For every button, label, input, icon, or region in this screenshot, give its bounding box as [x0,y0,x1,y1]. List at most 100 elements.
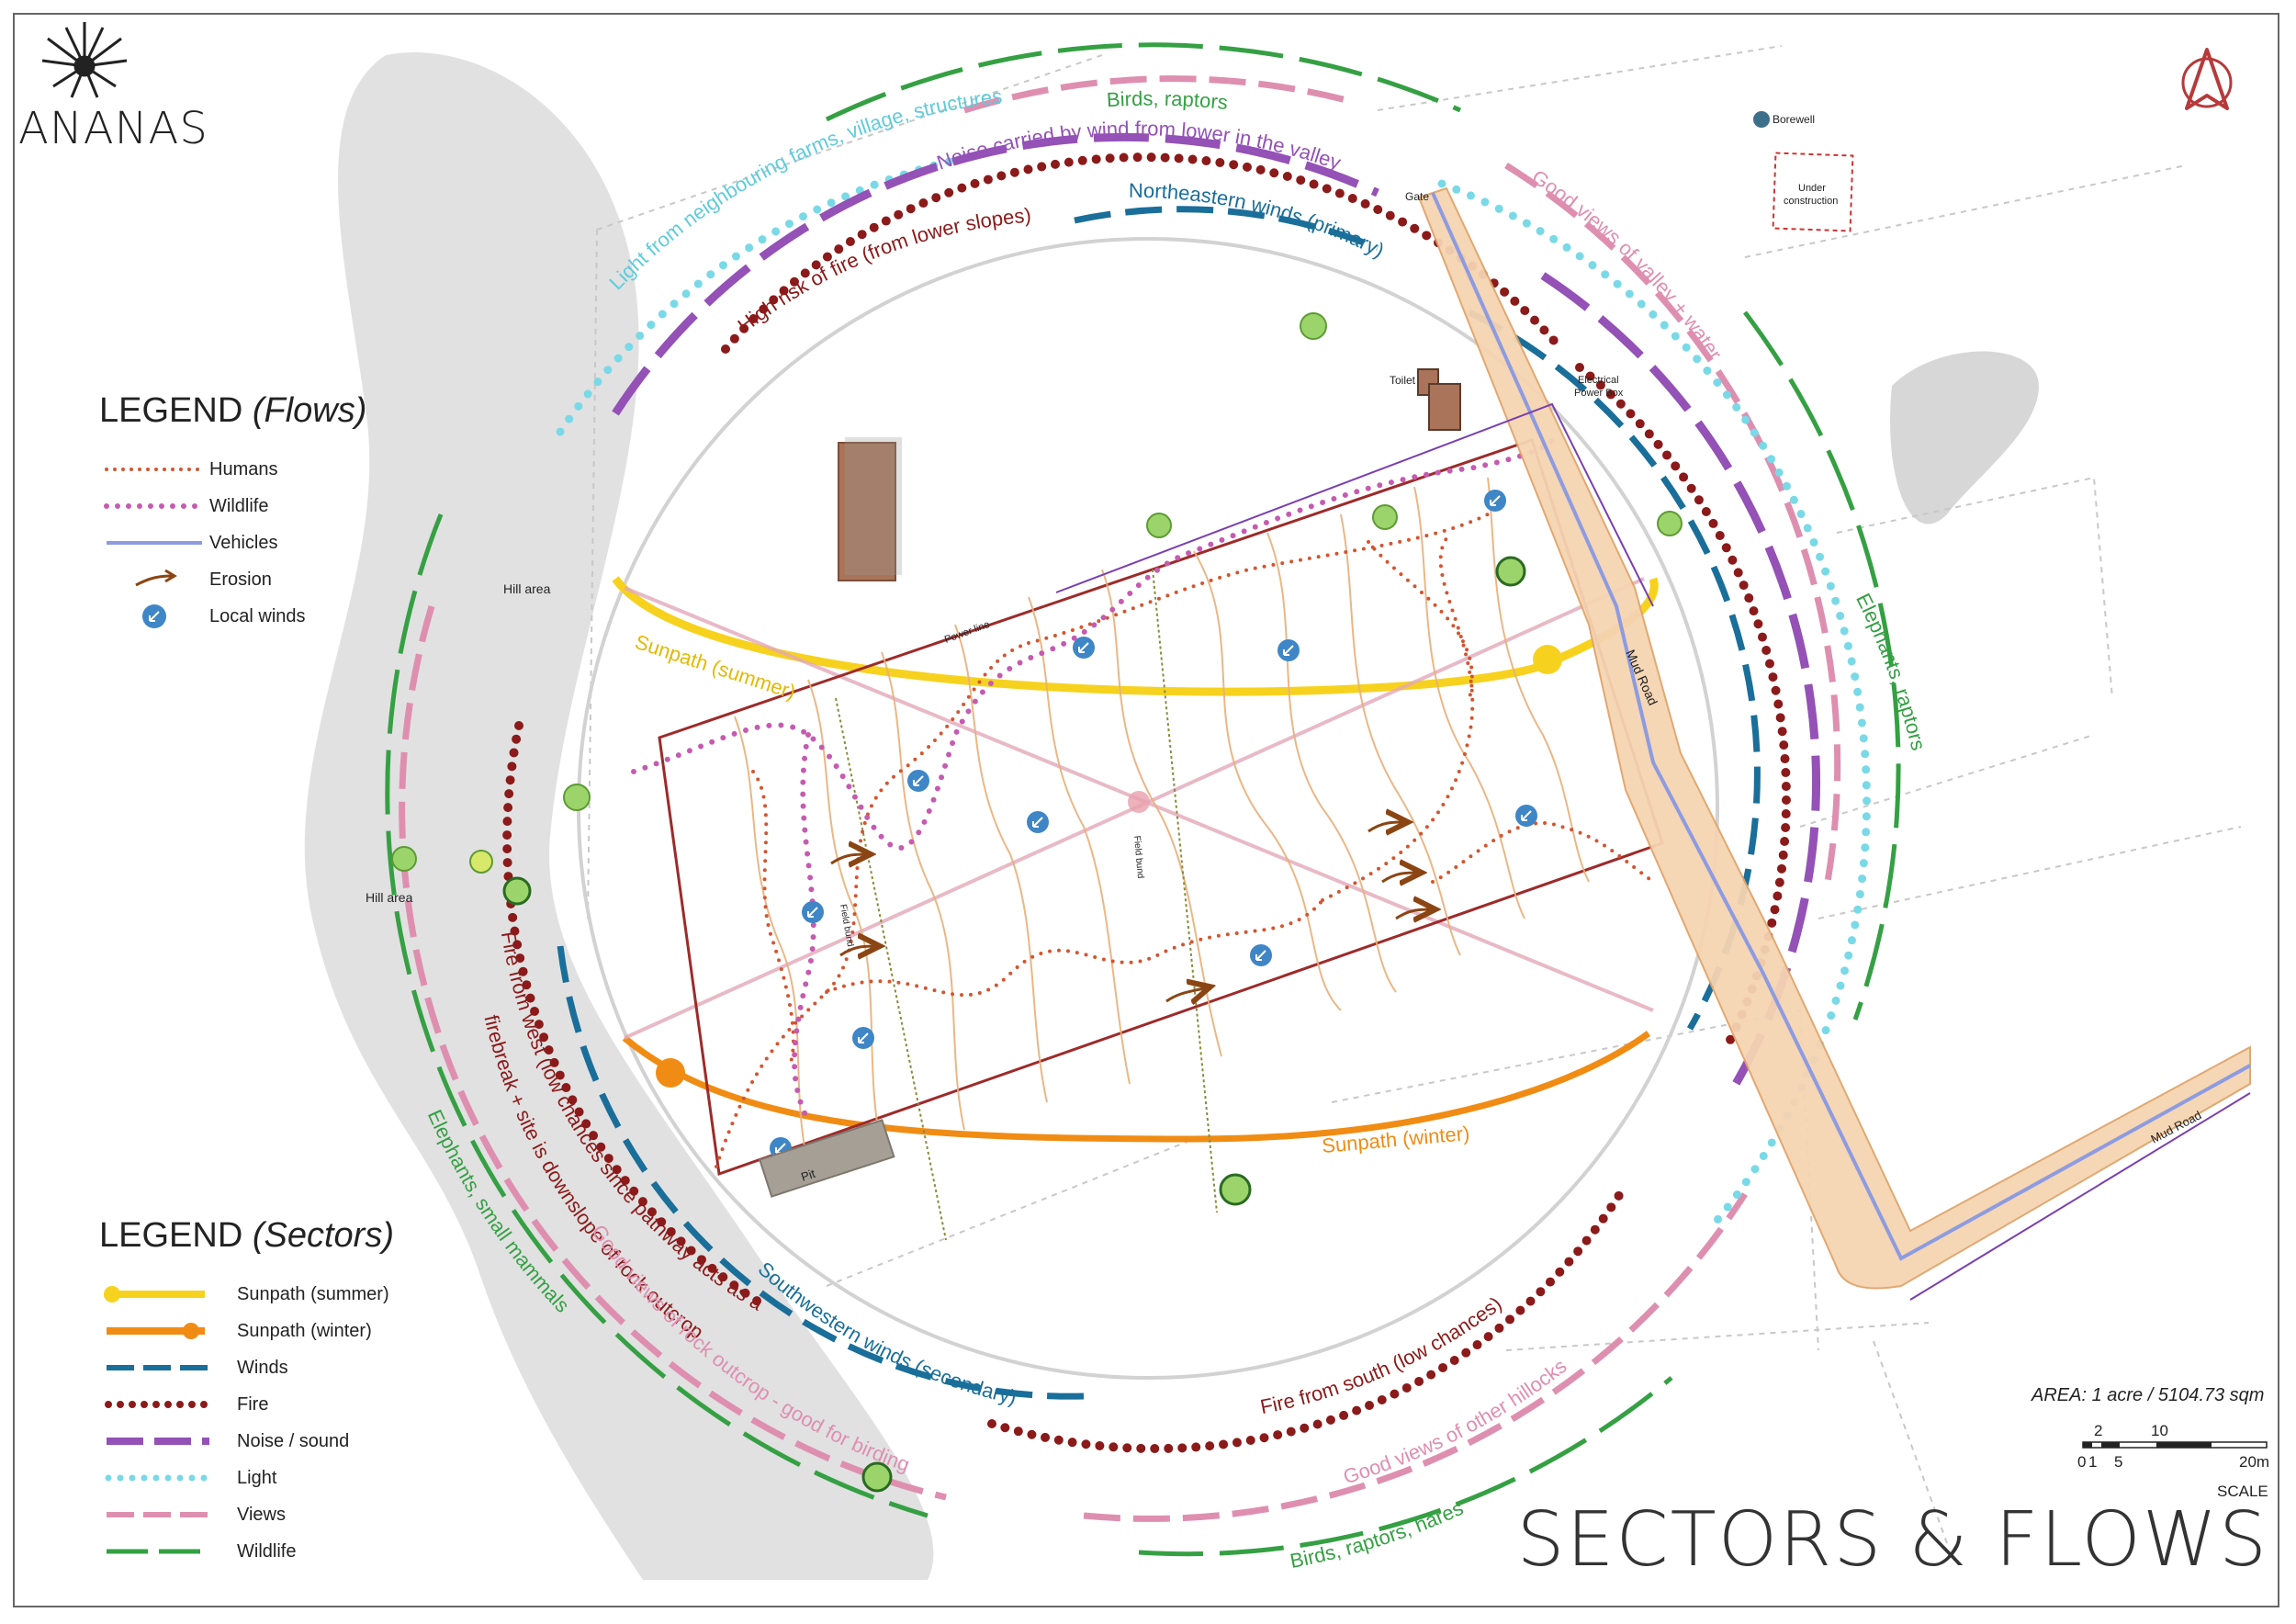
light-swatch [105,1474,213,1482]
label-toilet: Toilet [1390,374,1416,387]
local-wind-icon [852,1027,874,1049]
label-views-valley: Good views of valley + water [1527,165,1727,365]
legend-item-noise: Noise / sound [99,1423,394,1460]
tree-icon [1219,1173,1252,1206]
legend-flows-heading-sub: (Flows) [252,391,367,430]
wildlife-flow-paths [631,438,1555,1123]
tree-icon [1657,511,1683,536]
local-wind-icon [142,604,166,628]
scale-tick-2: 2 [2094,1422,2103,1439]
scale-tick-5: 5 [2114,1453,2123,1471]
building-main [838,442,896,581]
label-light-neighbours: Light from neighbouring farms, village, … [604,85,1003,294]
legend-label: Fire [237,1393,269,1415]
page-title: SECTORS & FLOWS [1516,1496,2268,1584]
sunpath-summer-swatch [104,1286,205,1303]
legend-label: Humans [209,458,278,479]
winds-sector-arcs [557,206,1761,1400]
tree-icon [1372,504,1398,530]
label-sunpath-summer: Sunpath (summer) [632,630,798,704]
label-pit: Pit [799,1167,816,1184]
label-hill-area-2: Hill area [366,890,413,905]
label-electrical-1: Electrical [1578,375,1619,386]
hill-blob-east [1890,351,2039,524]
local-wind-icon [1515,805,1537,827]
tree-icon [861,1461,893,1493]
under-construction-box [1772,152,1854,232]
tree-icon [1300,312,1327,340]
scale-tick-0: 0 [2077,1453,2087,1471]
legend-flows: LEGEND (Flows) Humans Wildlife Vehicles … [99,391,366,635]
local-wind-icons [770,490,1537,1159]
legend-label: Vehicles [209,532,278,553]
fire-swatch [105,1401,213,1408]
legend-item-winds: Winds [99,1349,394,1386]
wildlife-flow-swatch [104,503,205,509]
wildlife-sector-swatch [107,1549,209,1554]
hill-area-shape [304,52,934,1580]
mud-road-shape [1417,186,2251,1290]
sunpath-summer-sun [1533,645,1562,674]
legend-item-views: Views [99,1496,394,1533]
legend-item-light: Light [99,1460,394,1496]
legend-item-fire: Fire [99,1386,394,1423]
label-borewell: Borewell [1773,113,1815,126]
legend-label: Local winds [209,605,306,626]
legend-flows-heading: LEGEND (Flows) [99,391,366,431]
vehicle-flow-line [1431,192,2251,1261]
noise-sector-arcs [612,132,1821,1087]
legend-sectors: LEGEND (Sectors) Sunpath (summer) Sunpat… [99,1216,394,1570]
legend-label: Winds [237,1357,288,1378]
label-under-construction-2: construction [1784,196,1838,207]
power-line [1055,402,1654,607]
tree-icon [469,850,493,874]
local-wind-icon [802,901,824,923]
legend-item-wildlife-sector: Wildlife [99,1533,394,1570]
tree-icon [563,784,591,811]
area-text: AREA: 1 acre / 5104.73 sqm [2032,1385,2265,1405]
tree-icon [1495,556,1526,587]
label-birds-raptors-hares: Birds, raptors, hares [1289,1496,1467,1573]
local-wind-icon [1277,639,1300,661]
building-shadow [845,437,902,575]
site-center-marker [1128,791,1150,813]
sunpath-winter-sun [656,1058,685,1088]
human-flow-paths [715,513,1655,1168]
toilet-building [1417,368,1461,431]
legend-label: Erosion [209,569,272,590]
legend-label: Wildlife [237,1540,297,1562]
label-noise-wind: Noise carried by wind from lower in the … [934,117,1344,174]
scale-tick-20: 20m [2239,1453,2270,1471]
tree-icon [502,876,532,906]
vehicles-swatch [107,541,202,545]
legend-item-erosion: Erosion [99,561,366,598]
sunpath-winter-swatch [107,1323,205,1339]
north-arrow-icon [2181,48,2233,110]
label-birds-raptors: Birds, raptors [1106,87,1229,115]
borewell-icon [1753,111,1770,128]
legend-item-sunpath-winter: Sunpath (winter) [99,1313,394,1349]
label-elephants-raptors: Elephants, raptors [1851,590,1930,752]
legend-sectors-heading-main: LEGEND [99,1216,243,1255]
label-under-construction-1: Under [1798,183,1826,194]
trees [391,312,1683,1493]
pit [758,1119,895,1198]
label-hill-area-1: Hill area [503,581,551,596]
power-line-south [1909,1092,2251,1301]
views-swatch [107,1512,209,1517]
tree-icon [1146,513,1172,538]
legend-flows-heading-main: LEGEND [99,391,243,430]
local-wind-icon [1073,637,1095,659]
local-wind-icon [1484,490,1506,512]
erosion-arrow-icon [135,569,177,587]
noise-swatch [107,1438,209,1445]
wildlife-sector-arcs [385,42,1901,1557]
local-wind-icon [1250,944,1272,966]
legend-label: Views [237,1504,286,1525]
erosion-arrows [830,822,1433,1001]
winds-swatch [107,1365,209,1370]
sunpath-winter-line [622,1031,1651,1143]
label-field-bund-2: Field bund [1131,835,1145,878]
legend-item-local-winds: Local winds [99,598,366,635]
legend-label: Light [237,1467,277,1488]
